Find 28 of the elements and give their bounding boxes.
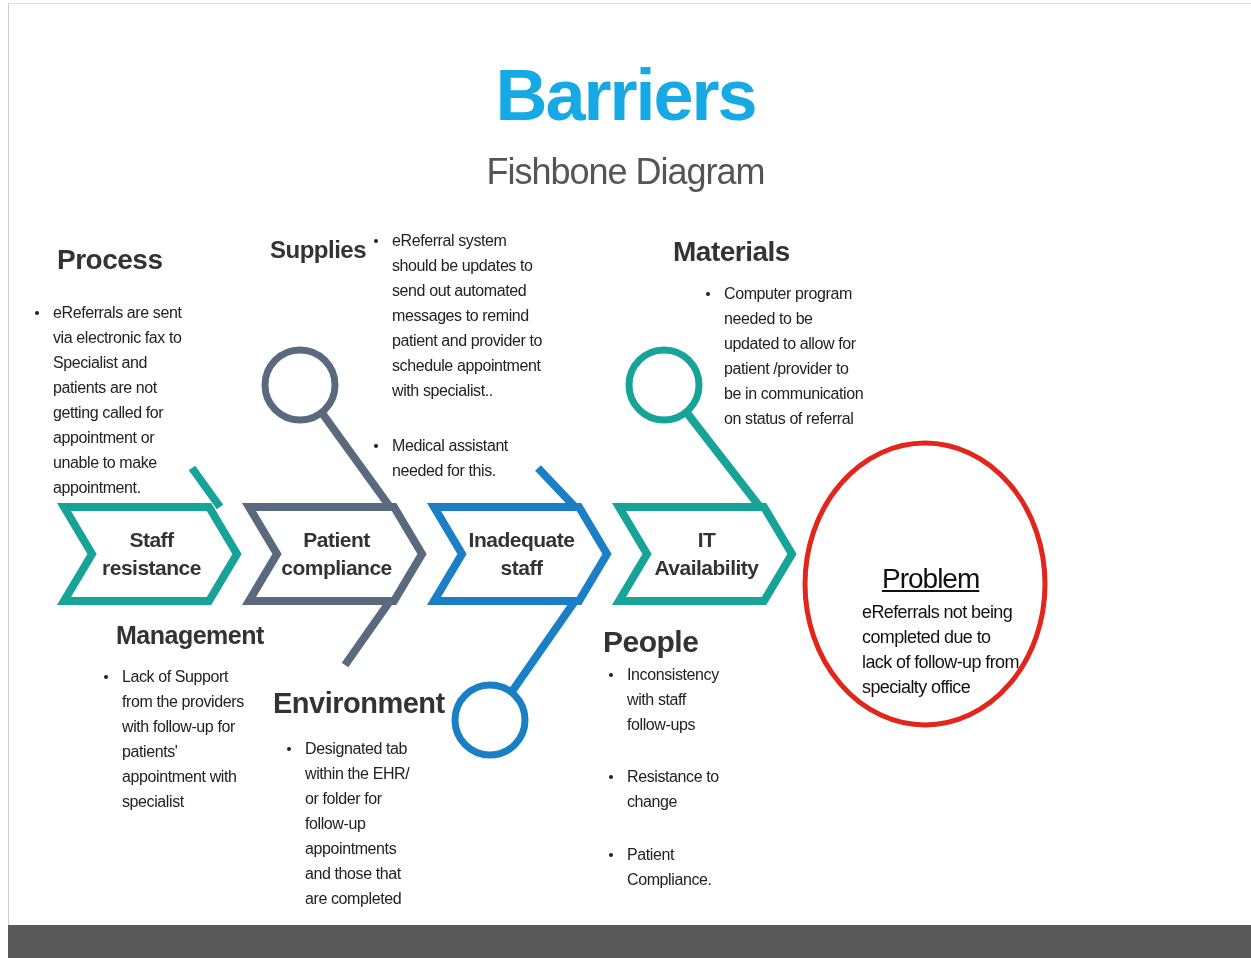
category-heading: Environment	[273, 686, 445, 721]
bullet-text: Medical assistant needed for this.	[372, 433, 522, 483]
cause-label: Patient compliance	[280, 527, 393, 581]
cause-box	[430, 503, 611, 605]
category-heading: Management	[116, 620, 264, 651]
bullet-text: Resistance to change	[607, 764, 729, 814]
cause-box	[615, 503, 796, 605]
bullet-text: Inconsistency with staff follow-ups	[607, 662, 729, 737]
bullet-text: Lack of Support from the providers with follow-up for patients' appointment with specialist	[102, 664, 262, 814]
cause-label: IT Availability	[653, 527, 760, 581]
cause-label: Inadequate staff	[467, 527, 576, 581]
bullet-text: eReferral system should be updates to send out automated messages to remind patient and provider to schedule appointment with specialist..	[372, 228, 552, 403]
category-heading: Supplies	[270, 235, 367, 265]
category-heading: Materials	[673, 235, 790, 269]
subtitle: Fishbone Diagram	[485, 150, 766, 194]
problem-circle	[802, 440, 1048, 728]
bullet-text: Designated tab within the EHR/ or folder for follow-up appointments and those that are completed	[285, 736, 425, 911]
category-heading: People	[603, 624, 699, 660]
problem-heading: Problem	[882, 562, 980, 596]
cause-box	[245, 503, 426, 605]
cause-box	[60, 503, 241, 605]
bullet-text: Patient Compliance.	[607, 842, 729, 892]
title: Barriers	[494, 54, 757, 137]
category-heading: Process	[57, 243, 163, 277]
bullet-text: eReferrals are sent via electronic fax to Specialist and patients are not getting called for appointment or unable to make appointment.	[33, 300, 185, 500]
bullet-text: Computer program needed to be updated to allow for patient /provider to be in communication on status of referral	[704, 281, 869, 431]
cause-label: Staff resistance	[101, 527, 202, 581]
problem-text: eReferrals not being completed due to lack of follow-up from specialty office	[862, 601, 1020, 699]
